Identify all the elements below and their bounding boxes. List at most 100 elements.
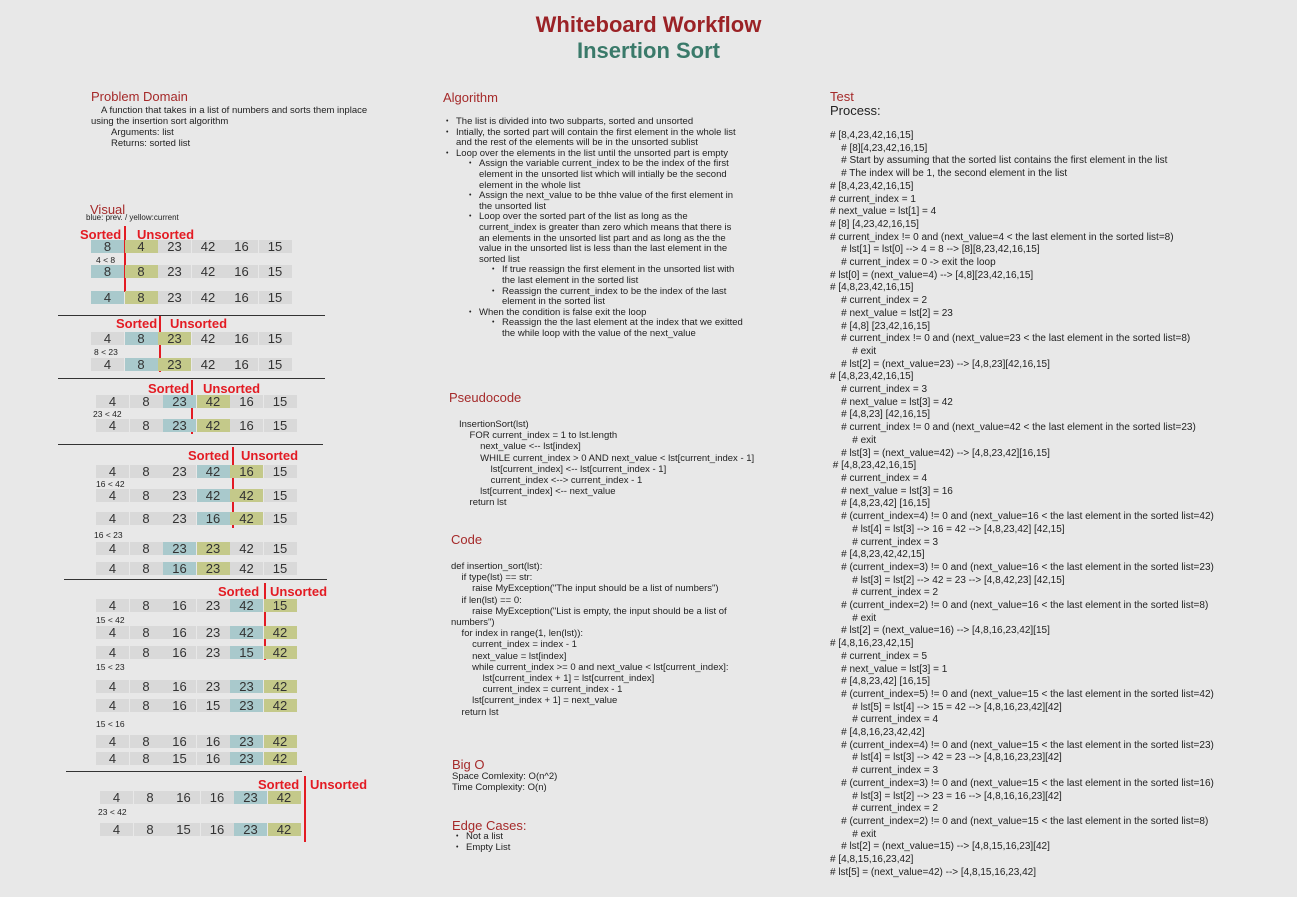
sorted-label: Sorted: [188, 448, 230, 463]
test-line: # next_value = lst[1] = 4: [830, 206, 937, 218]
test-process-label: Process:: [830, 103, 881, 118]
array-cell: 42: [263, 646, 297, 659]
algorithm-substep-text: When the condition is false exit the loo…: [479, 306, 647, 318]
array-cell: 16: [230, 395, 263, 408]
test-line: # lst[3] = (next_value=42) --> [4,8,23,4…: [830, 447, 1050, 459]
array-cell: 42: [191, 291, 225, 304]
array-cell: 8: [129, 395, 163, 408]
array-cell: 4: [96, 419, 129, 432]
array-cell: 42: [263, 752, 297, 765]
unsorted-label: Unsorted: [270, 584, 328, 599]
test-line: # [4,8,23,42] [16,15]: [830, 498, 931, 510]
algorithm-substep: Assign the next_value to be thhe value o…: [466, 190, 743, 212]
comparison-label: 15 < 16: [96, 719, 125, 729]
edge-case-item: Not a list: [453, 831, 510, 843]
unsorted-label: Unsorted: [137, 227, 195, 242]
test-heading: Test: [830, 89, 854, 104]
sorted-label: Sorted: [148, 381, 190, 396]
test-line: # current_index = 3: [830, 765, 939, 777]
unsorted-label: Unsorted: [203, 381, 261, 396]
comparison-label: 8 < 23: [94, 347, 118, 357]
test-line: # (current_index=3) != 0 and (next_value…: [830, 561, 1214, 573]
array-cell: 8: [129, 680, 163, 693]
test-line: # [4,8,23] [42,16,15]: [830, 409, 931, 421]
test-line: # lst[0] = (next_value=4) --> [4,8][23,4…: [830, 269, 1034, 281]
array-cell: 4: [96, 542, 129, 555]
visual-legend: blue: prev. / yellow:current: [86, 213, 179, 222]
test-line: # [4,8,16,23,42,42]: [830, 727, 925, 739]
array-cell: 16: [225, 332, 258, 345]
array-cell: 16: [225, 265, 258, 278]
array-cell: 8: [129, 562, 163, 575]
test-line: # [4,8] [23,42,16,15]: [830, 320, 931, 332]
array-cell: 23: [158, 291, 191, 304]
comparison-label: 23 < 42: [93, 409, 122, 419]
algorithm-substep: Assign the variable current_index to be …: [466, 159, 743, 191]
array-cell: 8: [124, 332, 158, 345]
problem-domain-returns: Returns: sorted list: [111, 138, 191, 149]
test-line: # [8,4,23,42,16,15]: [830, 130, 914, 141]
array-cell: 42: [196, 489, 230, 502]
algorithm-step: The list is divided into two subparts, s…: [443, 116, 743, 128]
array-cell: 42: [263, 735, 297, 748]
sorted-label: Sorted: [80, 227, 122, 242]
array-cell: 23: [163, 512, 196, 525]
array-cell: 8: [124, 358, 158, 371]
time-complexity: Time Complexity: O(n): [452, 782, 547, 793]
array-cell: 15: [263, 489, 297, 502]
algorithm-substep: Loop over the sorted part of the list as…: [466, 212, 743, 307]
test-line: # lst[1] = lst[0] --> 4 = 8 --> [8][8,23…: [830, 244, 1040, 256]
array-cell: 16: [196, 512, 230, 525]
array-cell: 16: [225, 240, 258, 253]
test-line: # current_index != 0 and (next_value=42 …: [830, 422, 1196, 434]
array-cell: 42: [230, 512, 263, 525]
array-cell: 42: [263, 680, 297, 693]
array-cell: 42: [267, 791, 301, 804]
pseudocode-block: InsertionSort(lst) FOR current_index = 1…: [459, 419, 755, 509]
array-cell: 4: [96, 752, 129, 765]
test-line: # lst[2] = (next_value=23) --> [4,8,23][…: [830, 358, 1050, 370]
array-cell: 23: [163, 465, 196, 478]
big-o-heading: Big O: [452, 757, 485, 772]
array-cell: 23: [234, 791, 267, 804]
array-cell: 8: [129, 626, 163, 639]
array-cell: 8: [129, 752, 163, 765]
array-cell: 42: [196, 465, 230, 478]
test-line: # lst[5] = (next_value=42) --> [4,8,15,1…: [830, 866, 1036, 878]
array-cell: 4: [96, 680, 129, 693]
array-cell: 23: [196, 542, 230, 555]
array-cell: 8: [129, 419, 163, 432]
array-cell: 4: [100, 791, 133, 804]
test-line: # (current_index=4) != 0 and (next_value…: [830, 739, 1214, 751]
problem-domain-line1: A function that takes in a list of numbe…: [101, 105, 368, 116]
test-line: # current_index = 2: [830, 295, 928, 307]
algorithm-subsubstep: Reassign the the last element at the ind…: [489, 317, 743, 339]
sorted-label: Sorted: [116, 316, 158, 331]
array-cell: 42: [191, 358, 225, 371]
array-cell: 15: [263, 465, 297, 478]
partition-line: [304, 776, 306, 842]
comparison-label: 15 < 42: [96, 615, 125, 625]
page-title: Whiteboard Workflow: [535, 12, 762, 37]
array-cell: 16: [167, 791, 200, 804]
test-line: # (current_index=3) != 0 and (next_value…: [830, 777, 1214, 789]
comparison-label: 15 < 23: [96, 662, 125, 672]
array-cell: 16: [163, 646, 196, 659]
test-line: # [4,8,23,42] [16,15]: [830, 676, 931, 688]
array-cell: 16: [163, 599, 196, 612]
array-cell: 4: [96, 489, 129, 502]
array-cell: 4: [124, 240, 158, 253]
array-cell: 8: [129, 489, 163, 502]
array-cell: 23: [230, 735, 263, 748]
problem-domain-line2: using the insertion sort algorithm: [91, 116, 229, 127]
partition-line: [124, 226, 126, 292]
array-cell: 42: [196, 395, 230, 408]
array-cell: 8: [124, 291, 158, 304]
array-cell: 23: [230, 699, 263, 712]
algorithm-heading: Algorithm: [443, 90, 498, 105]
array-cell: 8: [91, 265, 124, 278]
array-cell: 4: [91, 358, 124, 371]
comparison-label: 16 < 23: [94, 530, 123, 540]
array-cell: 23: [196, 680, 230, 693]
test-line: # current_index != 0 and (next_value=23 …: [830, 333, 1191, 345]
